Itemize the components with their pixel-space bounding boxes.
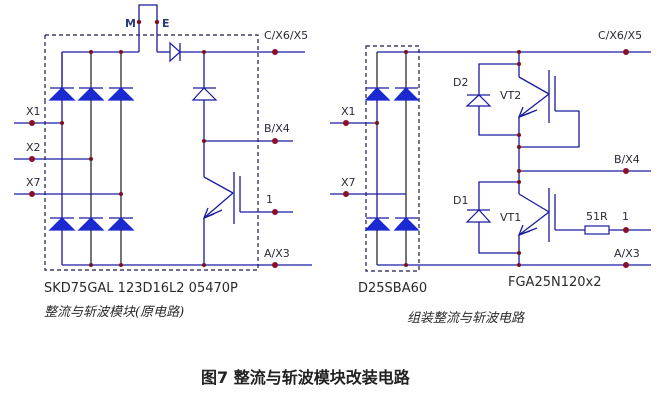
- figure-title: 图7 整流与斩波模块改装电路: [201, 368, 411, 387]
- d2-diode-icon: [465, 94, 492, 107]
- label-e: E: [162, 17, 170, 30]
- right-bridge-diode-lower-1-icon: [364, 217, 391, 231]
- right-label-gate: 1: [622, 210, 629, 223]
- freewheel-diode-icon: [191, 87, 218, 101]
- right-igbt-part-number: FGA25N120x2: [508, 275, 602, 290]
- bridge-diode-upper-3-icon: [107, 87, 135, 101]
- vt2-igbt-icon: [517, 64, 580, 171]
- me-link-wire: [138, 4, 158, 52]
- label-x1: X1: [26, 105, 41, 118]
- right-bridge-diode-lower-2-icon: [393, 217, 420, 231]
- label-vt1: VT1: [500, 211, 521, 224]
- terminal-b: [272, 138, 278, 144]
- right-bridge-boundary: [365, 45, 420, 272]
- right-label-x1: X1: [341, 105, 356, 118]
- bridge-diode-lower-3-icon: [107, 217, 135, 231]
- bridge-diode-lower-2-icon: [77, 217, 105, 231]
- right-terminal-gate: [623, 227, 629, 233]
- label-c: C/X6/X5: [264, 29, 308, 42]
- label-vt2: VT2: [500, 89, 521, 102]
- right-label-a: A/X3: [614, 247, 640, 260]
- right-bridge-diode-upper-1-icon: [364, 87, 391, 101]
- label-d1: D1: [453, 194, 468, 207]
- terminal-a: [272, 262, 278, 268]
- series-diode-icon: [169, 41, 181, 63]
- bridge-diode-upper-2-icon: [77, 87, 105, 101]
- right-terminal-b: [623, 168, 629, 174]
- label-b: B/X4: [264, 122, 290, 135]
- igbt-icon: [202, 172, 293, 265]
- right-terminal-x1: [343, 120, 349, 126]
- label-x7: X7: [26, 176, 41, 189]
- d1-diode-icon: [465, 209, 492, 223]
- label-x2: X2: [26, 141, 41, 154]
- label-d2: D2: [453, 76, 468, 89]
- right-circuit: C/X6/X5 B/X4 1 A/X3 X1 X7 D2 VT2 D1 VT1 …: [330, 29, 651, 326]
- right-label-x7: X7: [341, 176, 356, 189]
- right-bridge-part-number: D25SBA60: [358, 281, 427, 296]
- bridge-diode-lower-1-icon: [48, 217, 76, 231]
- right-terminal-x7: [343, 191, 349, 197]
- right-label-b: B/X4: [614, 153, 640, 166]
- left-caption: 整流与斩波模块(原电路): [44, 305, 184, 320]
- terminal-x2: [29, 156, 35, 162]
- label-m: M: [125, 17, 136, 30]
- left-circuit: M E C/X6/X5 B/X4 1 A/X3 X1 X2 X7 SKD75GA…: [14, 4, 312, 320]
- terminal-gate: [272, 209, 278, 215]
- vt1-igbt-icon: [517, 182, 585, 265]
- right-caption: 组装整流与斩波电路: [407, 311, 525, 326]
- terminal-c: [272, 49, 278, 55]
- right-terminal-c: [623, 49, 629, 55]
- right-bridge-diode-upper-2-icon: [393, 87, 420, 101]
- left-part-number: SKD75GAL 123D16L2 05470P: [44, 281, 238, 296]
- label-gate: 1: [266, 193, 273, 206]
- right-terminal-a: [623, 262, 629, 268]
- label-resistor: 51R: [586, 210, 608, 223]
- gate-resistor-icon: [584, 225, 610, 235]
- left-module-boundary: [45, 34, 259, 100]
- terminal-x7: [29, 191, 35, 197]
- terminal-x1: [29, 120, 35, 126]
- right-label-c: C/X6/X5: [598, 29, 642, 42]
- label-a: A/X3: [264, 247, 290, 260]
- bridge-diode-upper-1-icon: [48, 87, 76, 101]
